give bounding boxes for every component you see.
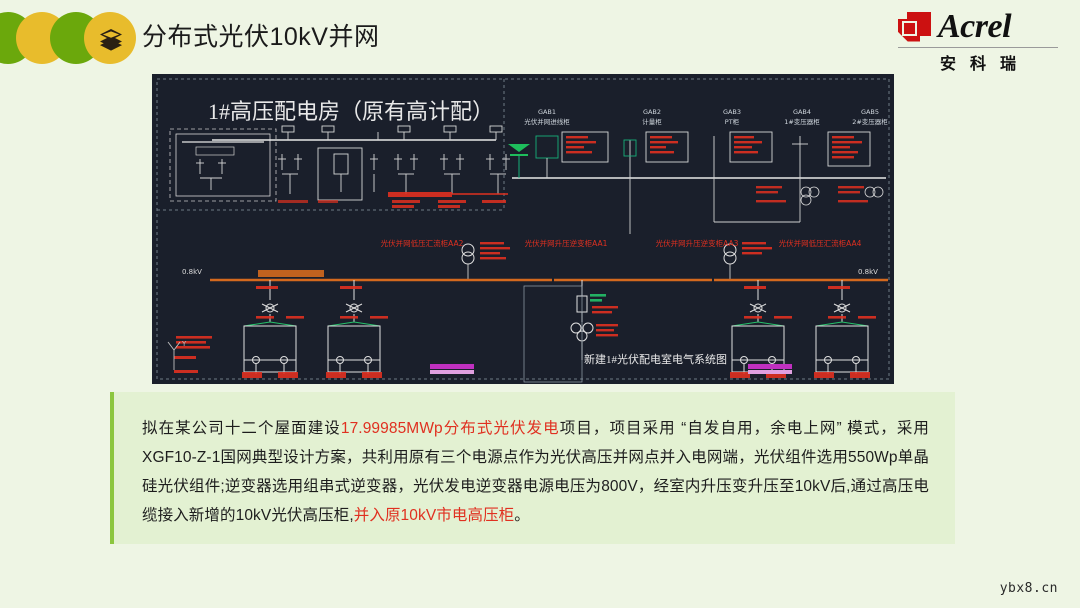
text-segment-2: 项目，项目采用 “自发自用，余电上网” 模式，采用XGF10-Z-1国网典型设计…: [142, 420, 930, 524]
diagram-title: 1#高压配电房（原有高计配）: [208, 99, 495, 124]
cabinet-code-0: GAB1: [538, 108, 556, 116]
description-textbox: 拟在某公司十二个屋面建设17.99985MWp分布式光伏发电项目，项目采用 “自…: [110, 392, 955, 544]
cabinet-code-1: GAB2: [643, 108, 661, 116]
cabinet-code-4: GAB5: [861, 108, 879, 116]
voltage-right: 0.8kV: [858, 268, 878, 276]
text-segment-3-highlight: 并入原10kV市电高压柜: [353, 507, 515, 524]
cad-diagram-panel: 光伏并网低压汇流柜AA2 光伏并网升压逆变柜AA1 光伏并网升压逆变柜AA3 光…: [152, 74, 894, 384]
cad-schematic-svg: 光伏并网低压汇流柜AA2 光伏并网升压逆变柜AA1 光伏并网升压逆变柜AA3 光…: [156, 78, 890, 383]
page-title: 分布式光伏10kV并网: [142, 23, 380, 51]
cabinet-code-2: GAB3: [723, 108, 741, 116]
description-paragraph: 拟在某公司十二个屋面建设17.99985MWp分布式光伏发电项目，项目采用 “自…: [142, 414, 929, 530]
watermark: ybx8.cn: [999, 581, 1058, 596]
cad-canvas: 光伏并网低压汇流柜AA2 光伏并网升压逆变柜AA1 光伏并网升压逆变柜AA3 光…: [152, 74, 894, 384]
brand-logo: Acrel 安科瑞: [898, 8, 1058, 73]
brand-wordmark: Acrel: [938, 8, 1012, 45]
acrel-mark-icon: [898, 11, 931, 43]
cabinet-label-1: 计量柜: [642, 117, 662, 126]
cabinet-code-3: GAB4: [793, 108, 811, 116]
logo-row: Acrel: [898, 8, 1058, 46]
layers-icon: [98, 26, 124, 52]
diagram-footer-title: 新建1#光伏配电室电气系统图: [584, 354, 727, 366]
bus-label-3: 光伏并网低压汇流柜AA4: [779, 238, 862, 248]
text-segment-1-highlight: 17.99985MWp分布式光伏发电: [340, 420, 560, 437]
text-segment-4: 。: [514, 507, 530, 524]
text-segment-0: 拟在某公司十二个屋面建设: [142, 420, 341, 437]
cabinet-label-4: 2#变压器柜: [852, 117, 888, 126]
cabinet-label-3: 1#变压器柜: [784, 117, 820, 126]
decorative-circles: [0, 12, 162, 64]
page-header: 分布式光伏10kV并网 Acrel 安科瑞: [0, 0, 1080, 73]
brand-chinese-name: 安科瑞: [939, 56, 1030, 73]
bus-label-1: 光伏并网升压逆变柜AA1: [525, 238, 608, 248]
cabinet-label-2: PT柜: [725, 117, 740, 126]
bus-label-2: 光伏并网升压逆变柜AA3: [656, 238, 739, 248]
bus-label-0: 光伏并网低压汇流柜AA2: [381, 238, 464, 248]
axis-label: Y: [181, 340, 187, 348]
voltage-left: 0.8kV: [182, 268, 202, 276]
logo-divider: [898, 47, 1058, 48]
cabinet-label-0: 光伏并网进线柜: [524, 117, 570, 126]
